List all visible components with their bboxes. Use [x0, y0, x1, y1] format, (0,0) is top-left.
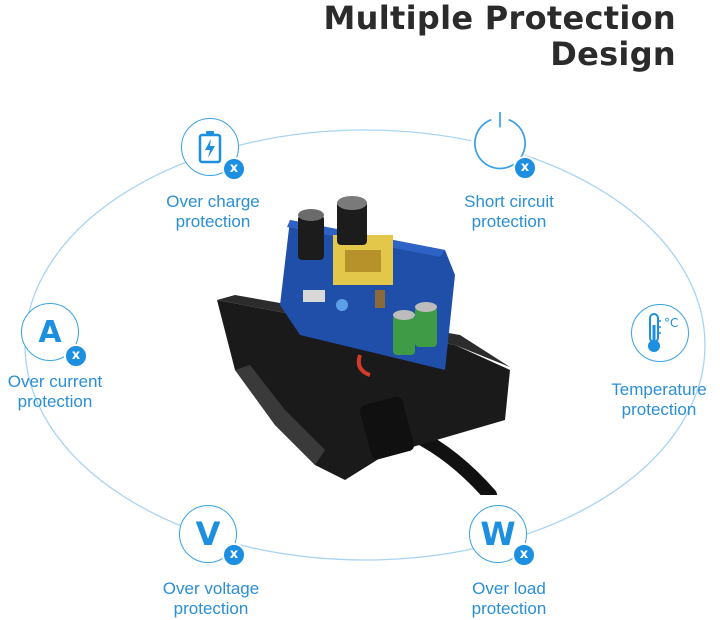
- over-load-line1: Over load: [472, 579, 546, 598]
- over-current-line1: Over current: [7, 372, 103, 391]
- component-small: [336, 299, 348, 311]
- capacitor-1: [298, 215, 324, 260]
- over-voltage-icon-circle: V x: [179, 505, 246, 567]
- over-load-icon-circle: W x: [469, 505, 536, 567]
- short-circuit-line1: Short circuit: [464, 192, 554, 211]
- disabled-x-icon: x: [222, 157, 246, 181]
- capacitor-3: [393, 315, 415, 355]
- disabled-x-icon: x: [512, 543, 536, 567]
- battery-icon: [182, 119, 238, 175]
- over-charge-line1: Over charge: [166, 192, 260, 211]
- short-circuit-line2: protection: [471, 212, 547, 231]
- short-circuit-icon-circle: x: [471, 112, 537, 180]
- capacitor-2: [337, 200, 367, 245]
- power-icon: [471, 112, 529, 170]
- temperature-line2: protection: [621, 400, 697, 419]
- disabled-x-icon: x: [513, 156, 537, 180]
- temperature-icon-circle: °C: [631, 304, 689, 362]
- thermometer-icon: [632, 305, 688, 361]
- over-charge-label: Over charge protection: [148, 192, 278, 232]
- disabled-x-icon: x: [222, 543, 246, 567]
- over-charge-icon-circle: x: [181, 118, 246, 181]
- adapter-circuit-illustration: [217, 196, 510, 495]
- over-voltage-line2: protection: [173, 599, 249, 618]
- temperature-line1: Temperature: [611, 380, 707, 399]
- over-voltage-label: Over voltage protection: [146, 579, 276, 619]
- ampere-icon: A: [38, 314, 62, 350]
- over-voltage-line1: Over voltage: [162, 579, 260, 598]
- over-current-icon-circle: A x: [21, 303, 88, 368]
- over-current-label: Over current protection: [0, 372, 110, 412]
- over-load-label: Over load protection: [446, 579, 572, 619]
- over-charge-line2: protection: [175, 212, 251, 231]
- title-line-1: Multiple Protection: [323, 0, 676, 37]
- celsius-symbol: °C: [664, 316, 679, 330]
- disabled-x-icon: x: [64, 344, 88, 368]
- temperature-label: Temperature protection: [598, 380, 720, 420]
- volt-icon: V: [195, 515, 221, 553]
- cable-strain-relief: [359, 396, 415, 460]
- over-current-line2: protection: [17, 392, 93, 411]
- over-load-line2: protection: [471, 599, 547, 618]
- capacitor-4: [415, 307, 437, 347]
- power-cable: [408, 428, 497, 495]
- page-title: Multiple Protection Design: [324, 0, 677, 72]
- title-line-2: Design: [550, 35, 676, 73]
- watt-icon: W: [480, 515, 516, 553]
- fuse: [303, 290, 325, 302]
- short-circuit-label: Short circuit protection: [444, 192, 574, 232]
- red-wire: [356, 354, 371, 377]
